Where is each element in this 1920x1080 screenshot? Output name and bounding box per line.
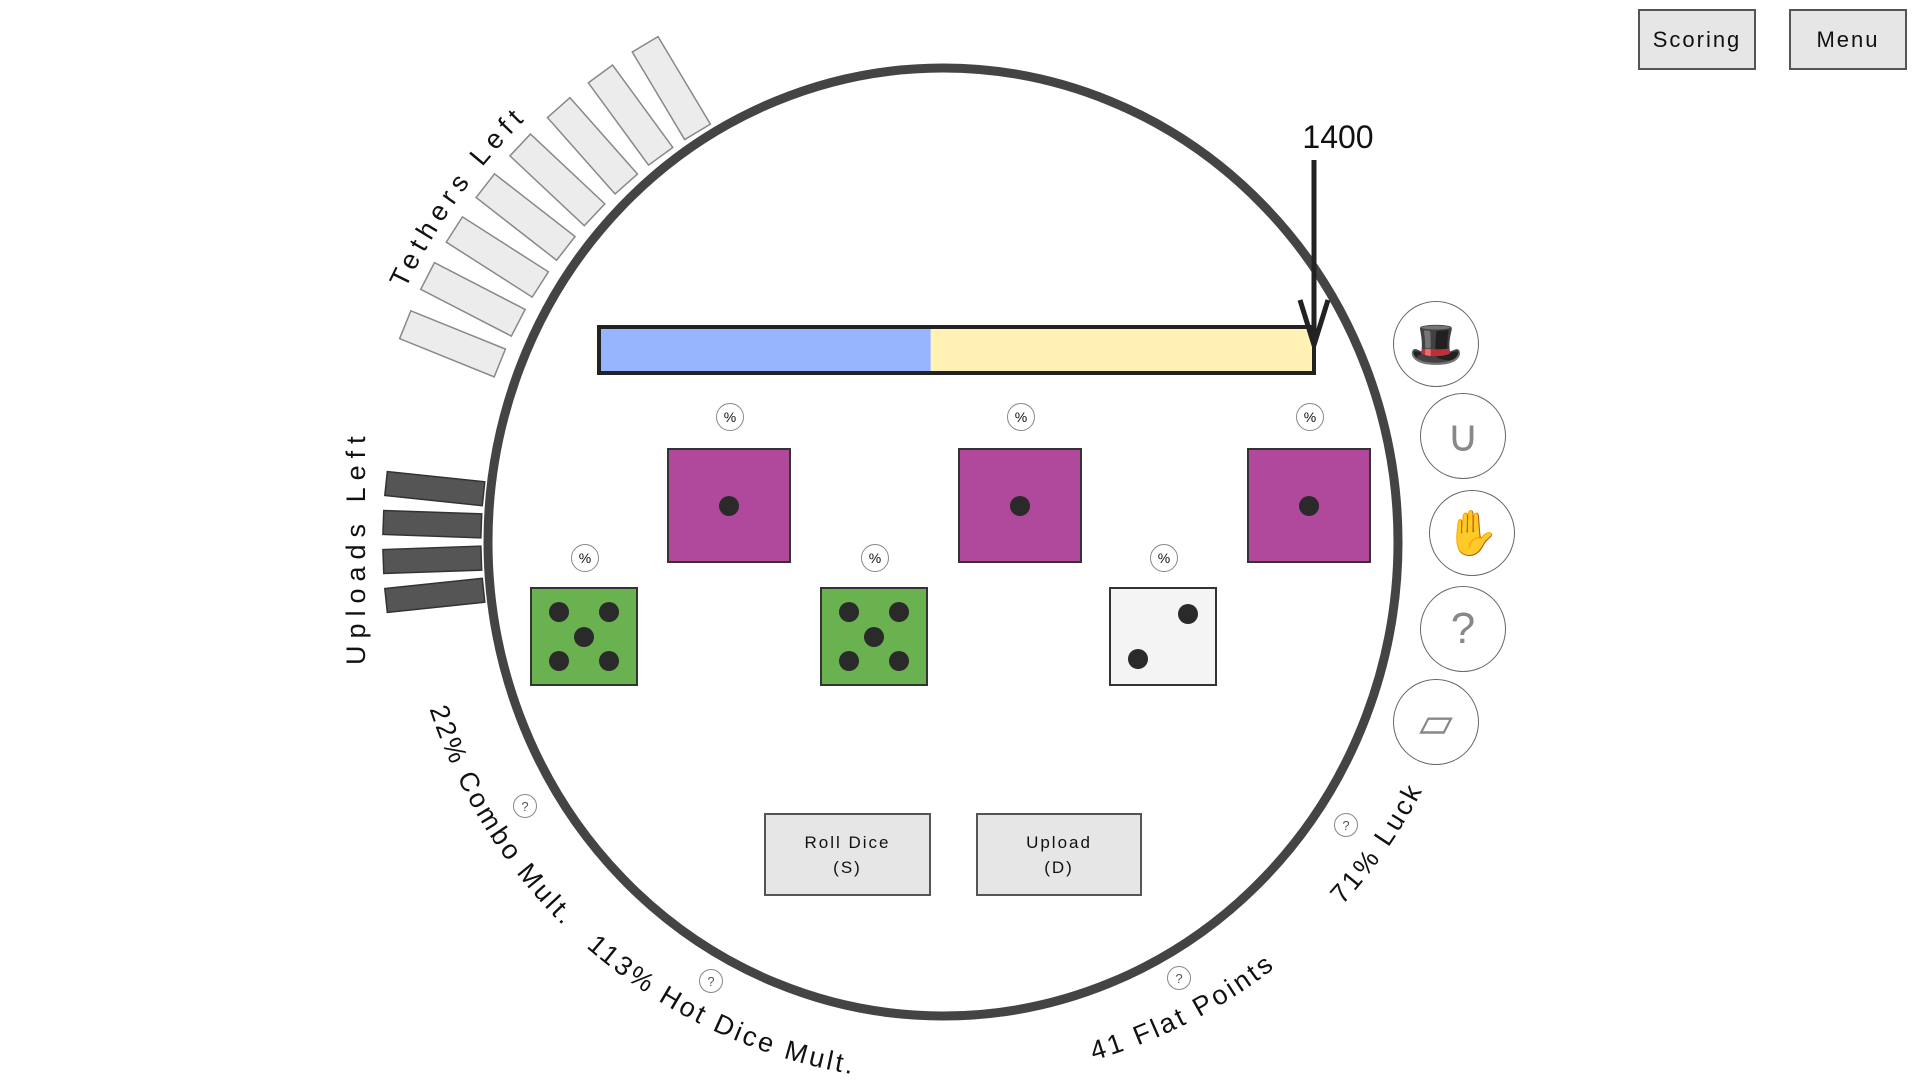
die-pip: [1177, 603, 1198, 624]
horseshoe-icon[interactable]: ∪: [1420, 393, 1506, 479]
die-pip: [598, 651, 619, 672]
die-modifier-badge[interactable]: %: [1150, 544, 1178, 572]
tether-marker: [419, 261, 527, 338]
hot-dice-help-icon[interactable]: ?: [699, 969, 723, 993]
paper-sheet-icon[interactable]: ▱: [1393, 679, 1479, 765]
scoring-button[interactable]: Scoring: [1638, 9, 1756, 70]
die-pip: [549, 651, 570, 672]
uploads-left-meter: [382, 470, 486, 614]
upload-marker: [382, 545, 483, 575]
die-pip: [574, 626, 594, 647]
flat-points-help-icon[interactable]: ?: [1167, 966, 1191, 990]
die-pip: [598, 601, 619, 622]
die-pip: [1010, 495, 1030, 516]
mystery-bag-icon[interactable]: ?: [1420, 586, 1506, 672]
die-pip: [888, 601, 909, 622]
flat-points-stat: 41 Flat Points: [1087, 947, 1281, 1066]
die-pip: [1128, 649, 1149, 670]
die-pip: [864, 626, 884, 647]
die-pip: [888, 651, 909, 672]
combo-help-icon[interactable]: ?: [513, 794, 537, 818]
die-face-5[interactable]: [820, 587, 928, 686]
roll-dice-label: Roll Dice: [804, 832, 891, 852]
glove-icon[interactable]: ✋: [1429, 490, 1515, 576]
tether-marker: [508, 132, 606, 227]
tether-marker: [445, 215, 550, 299]
upload-marker: [383, 577, 486, 614]
die-pip: [549, 601, 570, 622]
uploads-left-label: Uploads Left: [341, 429, 371, 665]
tethers-left-meter: [398, 35, 712, 378]
upload-marker: [382, 509, 483, 539]
die-modifier-badge[interactable]: %: [1296, 403, 1324, 431]
tether-marker: [631, 35, 712, 141]
target-score: 1400: [1302, 119, 1373, 155]
luck-stat: 71% Luck: [1324, 777, 1428, 909]
combo-mult-stat: 22% Combo Mult.: [424, 701, 582, 932]
tether-marker: [398, 309, 507, 378]
target-arrow-head: [1297, 299, 1331, 354]
score-remaining: [930, 327, 1314, 373]
die-modifier-badge[interactable]: %: [716, 403, 744, 431]
die-face-1[interactable]: [1247, 448, 1371, 563]
die-face-1[interactable]: [958, 448, 1082, 563]
tether-marker: [587, 64, 674, 167]
upload-button[interactable]: Upload (D): [976, 813, 1142, 896]
die-modifier-badge[interactable]: %: [571, 544, 599, 572]
die-pip: [839, 601, 860, 622]
menu-button[interactable]: Menu: [1789, 9, 1907, 70]
luck-help-icon[interactable]: ?: [1334, 813, 1358, 837]
die-pip: [719, 495, 739, 516]
fedora-hat-icon[interactable]: 🎩: [1393, 301, 1479, 387]
die-face-1[interactable]: [667, 448, 791, 563]
upload-key: (D): [1044, 857, 1074, 877]
die-modifier-badge[interactable]: %: [1007, 403, 1035, 431]
die-face-5[interactable]: [530, 587, 638, 686]
upload-label: Upload: [1026, 832, 1092, 852]
play-circle: [483, 63, 1403, 1021]
die-pip: [1299, 495, 1319, 516]
score-progress-fill: [599, 327, 931, 373]
die-modifier-badge[interactable]: %: [861, 544, 889, 572]
roll-dice-button[interactable]: Roll Dice (S): [764, 813, 931, 896]
tether-marker: [546, 96, 639, 195]
roll-dice-key: (S): [833, 857, 862, 877]
tether-marker: [475, 172, 577, 262]
die-pip: [839, 651, 860, 672]
upload-marker: [383, 470, 486, 507]
die-face-2[interactable]: [1109, 587, 1217, 686]
